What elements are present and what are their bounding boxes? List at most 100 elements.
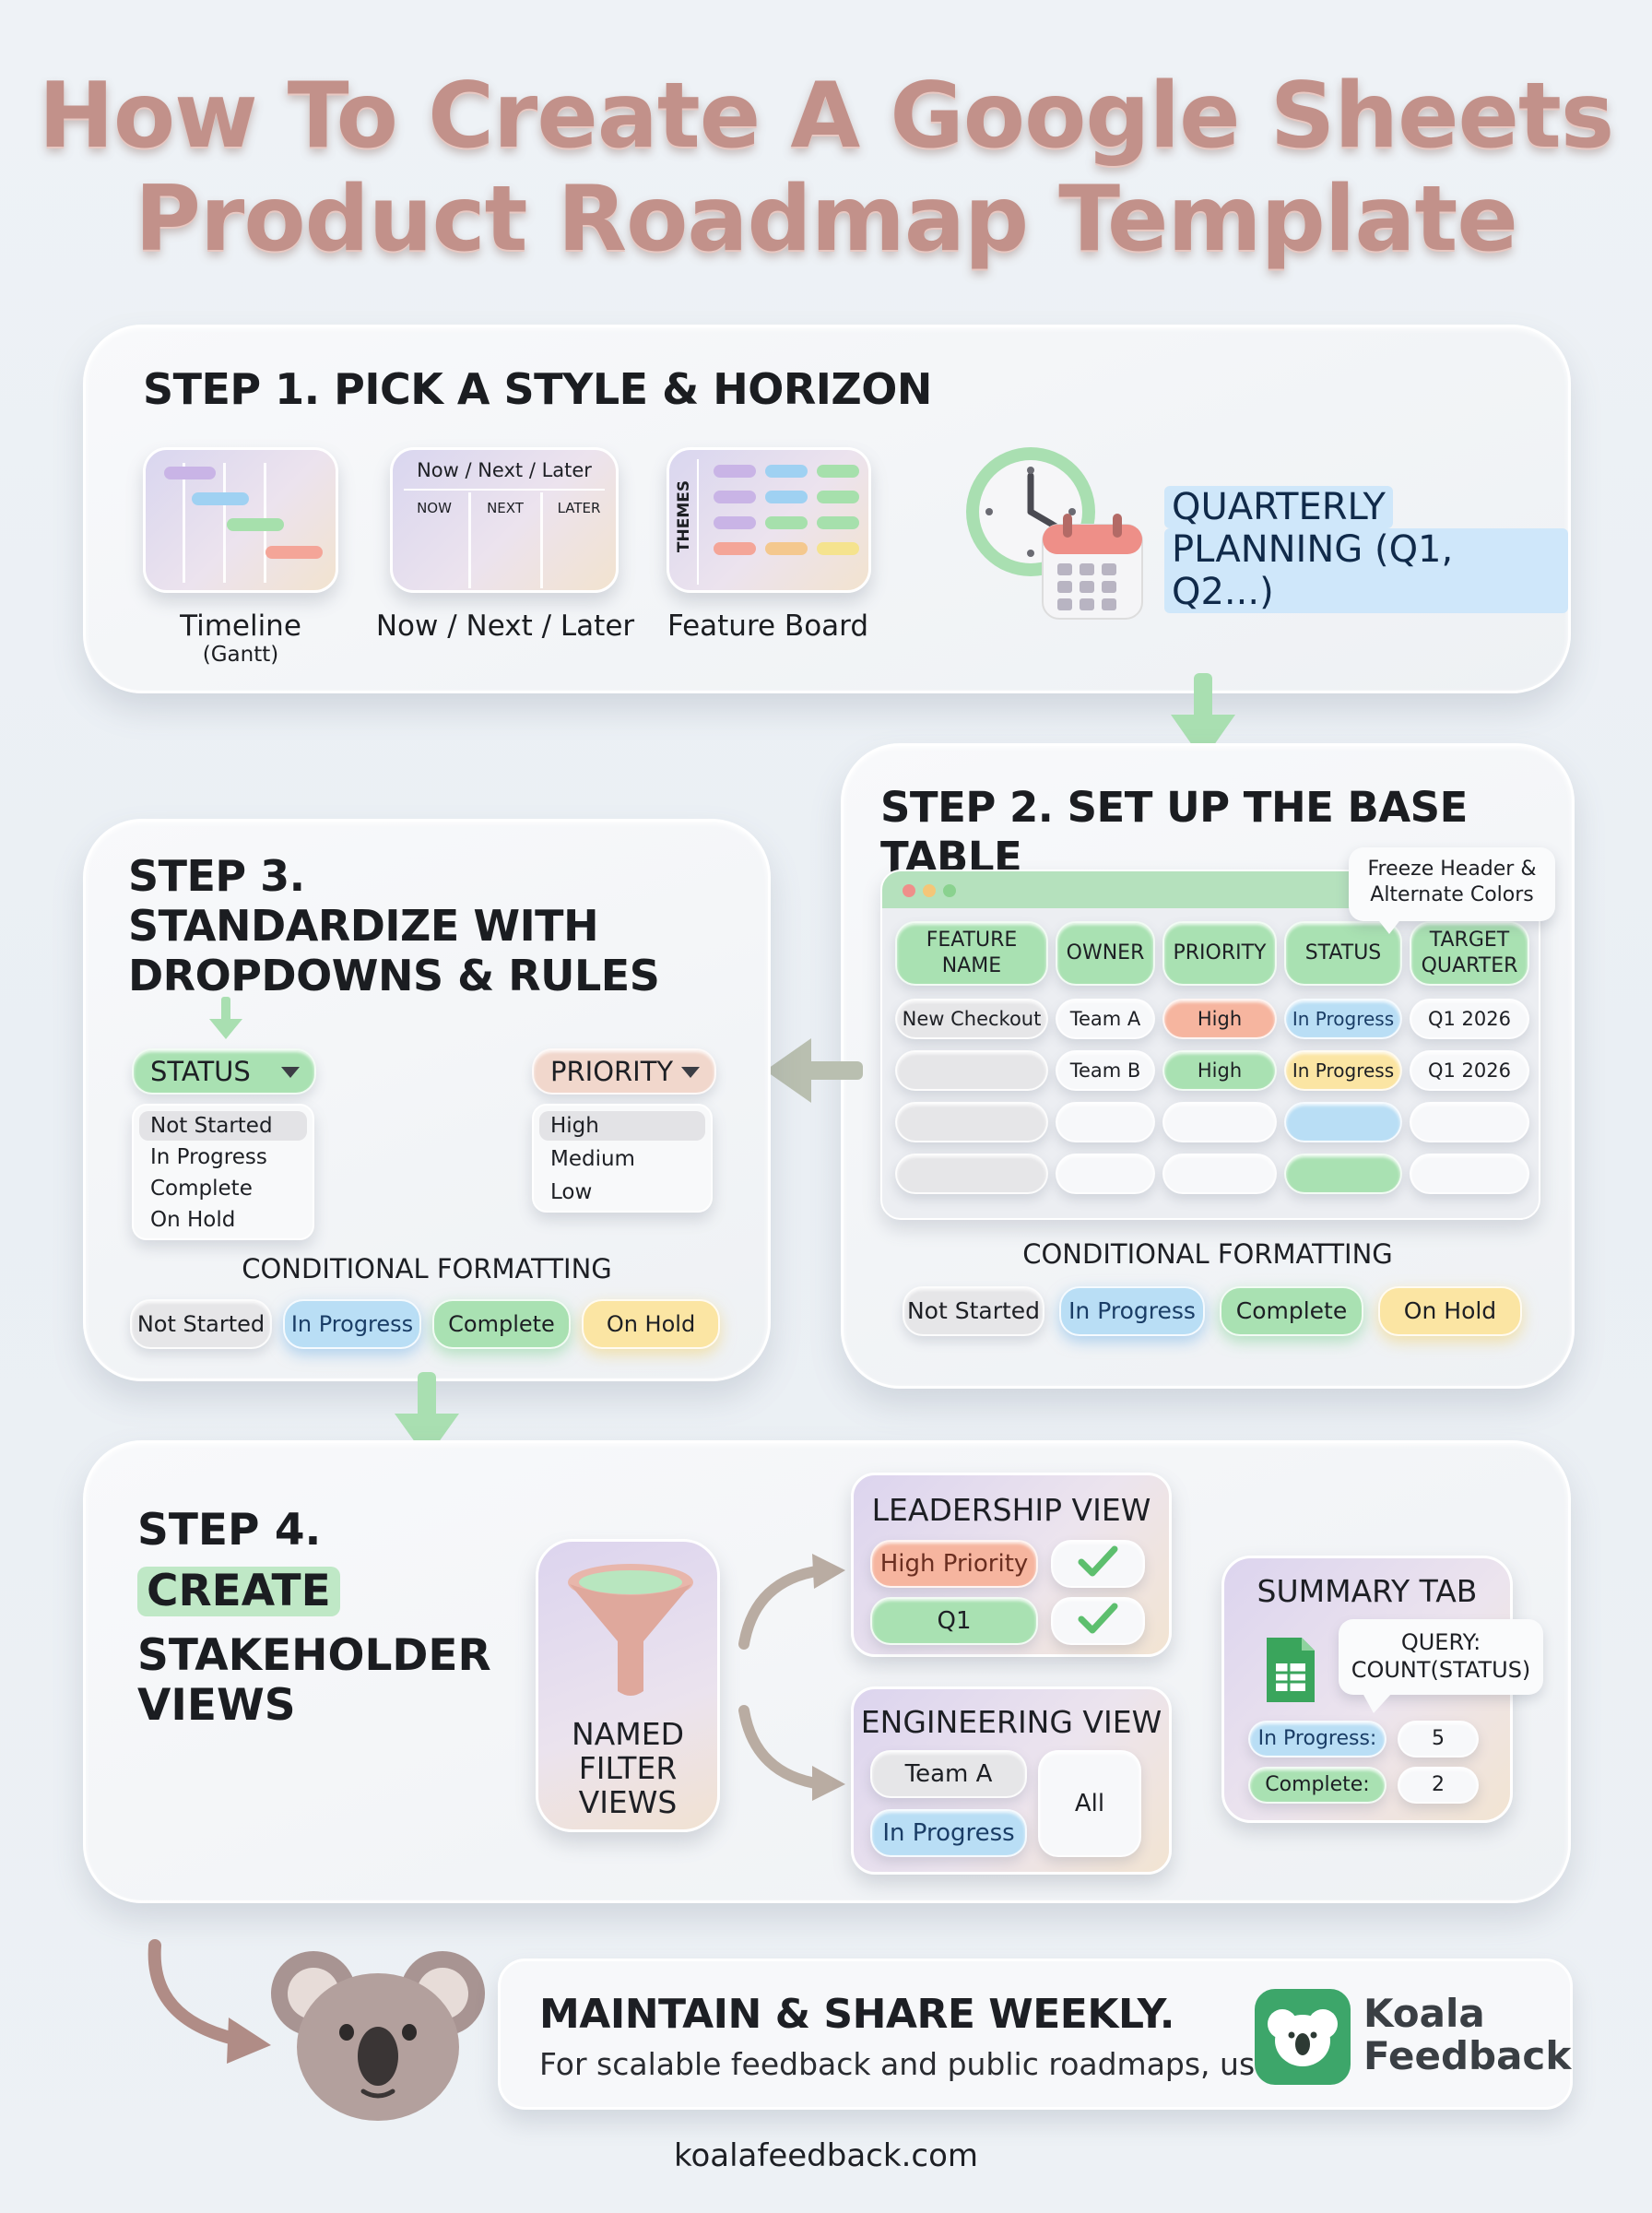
header-text: TARGET [1429, 929, 1510, 952]
filter-line-1: NAMED [572, 1716, 684, 1752]
footer-subtext: For scalable feedback and public roadmap… [539, 2046, 1284, 2082]
status-options-list: Not Started In Progress Complete On Hold [132, 1104, 314, 1240]
filter-all[interactable]: All [1038, 1750, 1141, 1857]
step3-heading-line-1: STEP 3. [128, 851, 305, 901]
cell-priority-3[interactable] [1162, 1102, 1277, 1142]
status-option-not-started[interactable]: Not Started [139, 1111, 307, 1141]
arrow-to-engineering [737, 1701, 847, 1803]
footer-url[interactable]: koalafeedback.com [673, 2137, 978, 2174]
page-title: How To Create A Google Sheets Product Ro… [0, 65, 1652, 271]
timeline-label: Timeline (Gantt) [123, 609, 359, 667]
priority-dropdown[interactable]: PRIORITY [532, 1048, 716, 1095]
engineering-view-card[interactable]: ENGINEERING VIEW Team A In Progress All [851, 1686, 1172, 1875]
step4-heading-highlight: CREATE [137, 1567, 340, 1616]
cell-status-3[interactable] [1284, 1102, 1402, 1142]
window-dot-green [943, 884, 956, 897]
freeze-header-callout: Freeze Header & Alternate Colors [1349, 847, 1555, 921]
status-option-on-hold[interactable]: On Hold [150, 1208, 236, 1232]
planning-line-2: PLANNING (Q1, Q2...) [1164, 528, 1568, 613]
step1-panel: STEP 1. PICK A STYLE & HORIZON Timeline … [83, 325, 1571, 693]
check-high-priority[interactable] [1051, 1540, 1145, 1588]
step3-heading-line-2: STANDARDIZE WITH [128, 901, 599, 951]
cell-status-1[interactable]: In Progress [1284, 999, 1402, 1039]
calendar-icon [1039, 512, 1146, 622]
priority-option-medium[interactable]: Medium [550, 1147, 635, 1171]
cell-quarter-4[interactable] [1410, 1154, 1529, 1194]
cell-feature-1[interactable]: New Checkout [895, 999, 1048, 1039]
timeline-gantt-thumbnail[interactable] [143, 447, 338, 593]
planning-line-1: QUARTERLY [1164, 486, 1393, 528]
priority-option-high[interactable]: High [539, 1111, 705, 1141]
priority-dropdown-label: PRIORITY [550, 1056, 674, 1087]
status-dropdown[interactable]: STATUS [132, 1048, 316, 1095]
window-dot-yellow [923, 884, 936, 897]
named-filter-views-card[interactable]: NAMED FILTER VIEWS [536, 1539, 720, 1832]
step2-cf-not-started[interactable]: Not Started [903, 1286, 1044, 1336]
callout-line-2: Alternate Colors [1370, 883, 1534, 906]
header-text: PRIORITY [1173, 941, 1267, 964]
status-option-complete[interactable]: Complete [150, 1177, 253, 1201]
step3-panel: STEP 3. STANDARDIZE WITH DROPDOWNS & RUL… [83, 819, 771, 1381]
summary-label-complete: Complete: [1248, 1767, 1386, 1804]
step2-cf-in-progress[interactable]: In Progress [1059, 1286, 1205, 1336]
step3-cf-not-started[interactable]: Not Started [130, 1299, 272, 1349]
step4-heading-line-4: VIEWS [137, 1680, 296, 1731]
cell-owner-2[interactable]: Team B [1056, 1050, 1155, 1091]
filter-in-progress[interactable]: In Progress [870, 1809, 1027, 1857]
query-bubble-pointer [1363, 1693, 1392, 1713]
brand-line-1: Koala [1363, 1991, 1485, 2036]
step3-cf-heading: CONDITIONAL FORMATTING [242, 1253, 612, 1284]
cell-feature-3[interactable] [895, 1102, 1048, 1142]
header-owner[interactable]: OWNER [1056, 921, 1155, 986]
chevron-down-icon [281, 1067, 300, 1078]
summary-tab-card[interactable]: SUMMARY TAB QUERY: COUNT(STATUS) In Prog… [1221, 1556, 1543, 1823]
step3-heading-line-3: DROPDOWNS & RULES [128, 951, 660, 1000]
header-text: FEATURE [926, 929, 1018, 952]
chevron-down-icon [681, 1067, 700, 1078]
filter-q1[interactable]: Q1 [870, 1597, 1038, 1645]
cell-quarter-3[interactable] [1410, 1102, 1529, 1142]
nnl-col-later: LATER [557, 500, 601, 516]
status-option-in-progress[interactable]: In Progress [150, 1145, 267, 1169]
summary-tab-title: SUMMARY TAB [1257, 1573, 1478, 1609]
step4-panel: STEP 4. CREATE STAKEHOLDER VIEWS NAMED F… [83, 1440, 1571, 1903]
cell-priority-4[interactable] [1162, 1154, 1277, 1194]
step2-cf-on-hold[interactable]: On Hold [1378, 1286, 1522, 1336]
query-line-2: COUNT(STATUS) [1351, 1657, 1531, 1683]
callout-pointer [1376, 917, 1402, 934]
checkmark-icon [1078, 1603, 1118, 1639]
summary-label-in-progress: In Progress: [1248, 1721, 1386, 1757]
cell-priority-1[interactable]: High [1162, 999, 1277, 1039]
cell-owner-3[interactable] [1056, 1102, 1155, 1142]
now-next-later-thumbnail[interactable]: Now / Next / Later NOW NEXT LATER [390, 447, 619, 593]
cell-status-4[interactable] [1284, 1154, 1402, 1194]
cell-status-2[interactable]: In Progress [1284, 1050, 1402, 1091]
koala-feedback-logo[interactable]: Koala Feedback [1255, 1985, 1571, 2089]
now-next-later-label: Now / Next / Later [375, 609, 635, 643]
leadership-view-card[interactable]: LEADERSHIP VIEW High Priority Q1 [851, 1473, 1172, 1657]
cell-owner-1[interactable]: Team A [1056, 999, 1155, 1039]
cell-priority-2[interactable]: High [1162, 1050, 1277, 1091]
summary-value-complete: 2 [1398, 1767, 1479, 1804]
arrow-step3-to-step4 [395, 1372, 459, 1461]
cell-feature-4[interactable] [895, 1154, 1048, 1194]
summary-value-in-progress: 5 [1398, 1721, 1479, 1757]
step3-cf-complete[interactable]: Complete [432, 1299, 571, 1349]
filter-high-priority[interactable]: High Priority [870, 1540, 1038, 1588]
feature-board-thumbnail[interactable]: THEMES [667, 447, 871, 593]
step3-cf-on-hold[interactable]: On Hold [582, 1299, 720, 1349]
filter-team-a[interactable]: Team A [870, 1750, 1027, 1798]
cell-feature-2[interactable] [895, 1050, 1048, 1091]
check-q1[interactable] [1051, 1597, 1145, 1645]
cell-quarter-1[interactable]: Q1 2026 [1410, 999, 1529, 1039]
priority-option-low[interactable]: Low [550, 1180, 593, 1204]
step2-cf-heading: CONDITIONAL FORMATTING [1022, 1238, 1393, 1270]
nnl-col-next: NEXT [487, 500, 524, 516]
step2-cf-complete[interactable]: Complete [1220, 1286, 1363, 1336]
header-priority[interactable]: PRIORITY [1162, 921, 1277, 986]
step3-cf-in-progress[interactable]: In Progress [283, 1299, 421, 1349]
cell-quarter-2[interactable]: Q1 2026 [1410, 1050, 1529, 1091]
cell-owner-4[interactable] [1056, 1154, 1155, 1194]
